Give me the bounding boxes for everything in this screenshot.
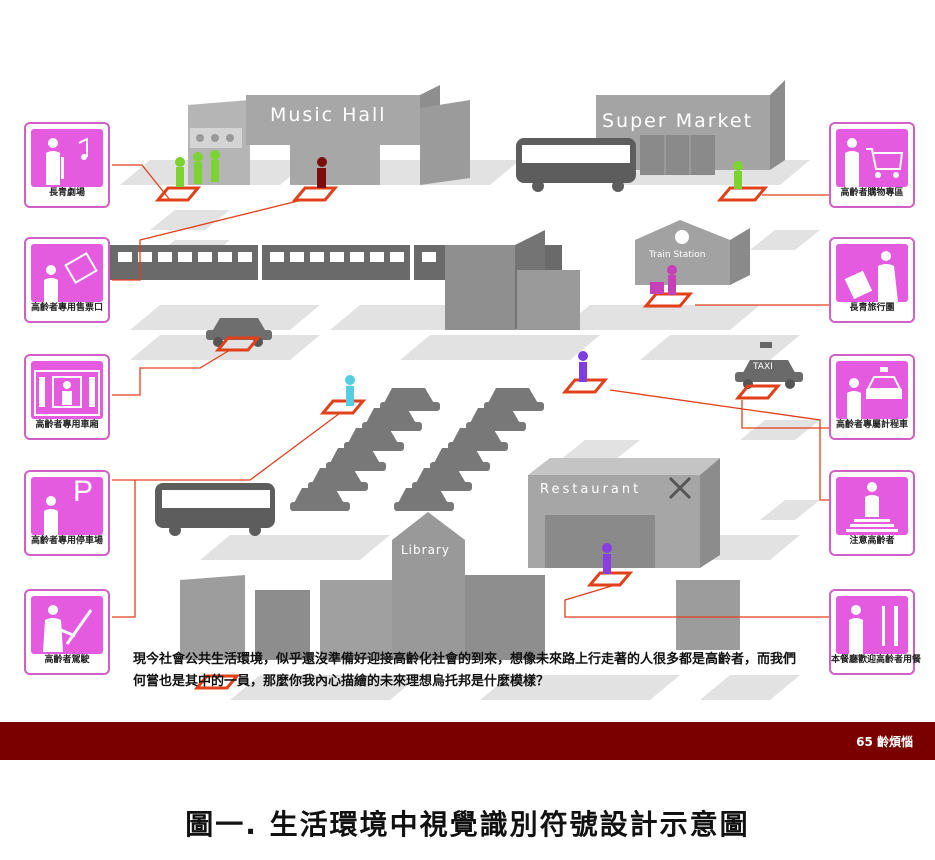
city-scene: Music Hall Super Market Train Station Re… [24,80,922,700]
library-label: Library [401,543,450,557]
taxi-icon [847,367,902,419]
sign-label: 本餐廳歡迎高齡者用餐 [831,655,922,665]
sign-label: 注意高齡者 [849,536,895,546]
sign-elder-parking: P 高齡者專用停車場 [24,470,110,556]
footer-page-label: 65 齡煩惱 [856,735,913,749]
middle-buildings [445,230,580,330]
sign-label: 高齡者專用車廂 [35,420,99,430]
sign-label: 高齡者購物專區 [840,188,904,198]
taxi [735,342,803,389]
figure-title: 圖一. 生活環境中視覺識別符號設計示意圖 [185,808,750,841]
sign-label: 長青劇場 [48,188,85,198]
sign-label: 高齡者專用停車場 [30,536,103,546]
sign-label: 長青旅行團 [849,303,895,313]
restaurant-label: Restaurant [540,482,642,497]
sign-watch-for-elders: 注意高齡者 [829,470,915,556]
ticket-icon [44,251,98,302]
steering-wheel-icon [43,605,93,652]
sign-label: 高齡者專屬計程車 [835,420,908,430]
train-station-building [635,220,750,285]
parking-letter: P [73,477,94,508]
sign-elder-restaurant: 本餐廳歡迎高齡者用餐 [829,589,922,675]
sign-elder-ticket-window: 高齡者專用售票口 [24,237,110,323]
connector-lines [112,164,830,618]
parking-p-icon [44,496,58,535]
music-hall-building [188,85,470,185]
music-note-icon [46,137,88,185]
sign-elder-driver: 高齡者駕駛 [24,589,110,675]
sign-elder-tour-group: 長青旅行團 [829,237,915,323]
luggage-icon [844,251,898,302]
restaurant-building [528,458,720,568]
parking-lot-cars [290,388,544,511]
sign-elder-shopping-area: 高齡者購物專區 [829,122,915,208]
library-building [180,512,740,660]
bus-top [516,138,636,192]
train-station-label: Train Station [649,250,706,260]
scene-caption: 現今社會公共生活環境，似乎還沒準備好迎接高齡化社會的到來，想像未來路上行走著的人… [133,652,797,689]
sign-elder-theater: 長青劇場 [24,122,110,208]
marker-pads [154,186,782,690]
super-market-label: Super Market [602,110,754,132]
car-small [206,318,272,347]
bus-bottom [155,483,275,536]
sign-label: 高齡者駕駛 [44,655,90,665]
shopping-cart-icon [845,138,904,187]
people-figures [175,150,743,574]
isometric-city-illustration [110,80,830,700]
sign-elder-train-car: 高齡者專用車廂 [24,354,110,440]
crosswalk-icon [846,482,898,532]
taxi-label: TAXI [753,362,773,372]
music-hall-label: Music Hall [270,104,387,126]
sign-elder-taxi: 高齡者專屬計程車 [829,354,915,440]
sign-label: 高齡者專用售票口 [30,303,103,313]
super-market-building [596,80,785,175]
fork-knife-icon [849,605,898,654]
footer-bar: 65 齡煩惱 [0,722,935,760]
train-car-icon [34,370,100,416]
